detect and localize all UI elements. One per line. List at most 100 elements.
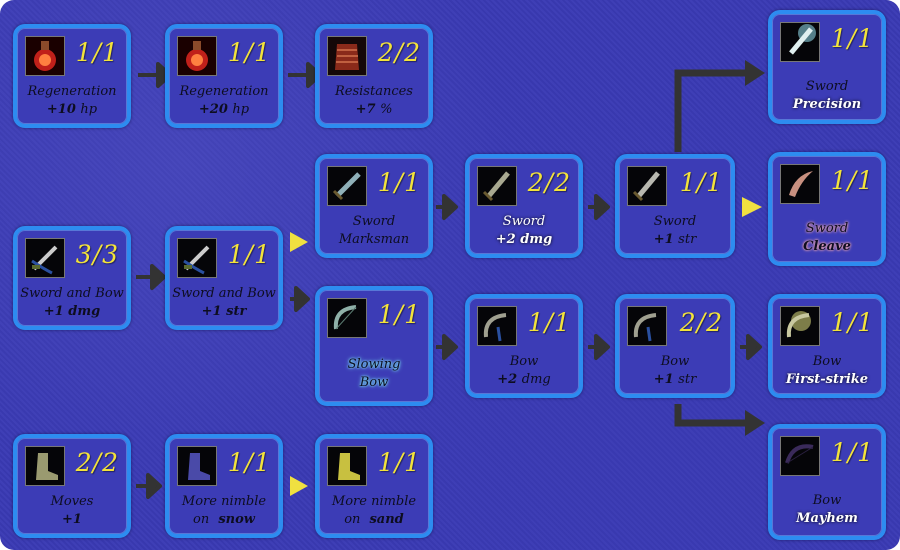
skill-effect-value: +2 xyxy=(495,232,516,247)
sword-icon xyxy=(327,166,367,206)
skill-count: 1/1 xyxy=(830,24,874,53)
sword-and-bow-icon xyxy=(177,238,217,278)
skill-name: Moves xyxy=(50,494,94,509)
bow-icon xyxy=(627,306,667,346)
skill-effect-unit: str xyxy=(678,372,697,387)
skill-node-sword-and-bow-1[interactable]: 3/3 Sword and Bow +1 dmg xyxy=(13,226,131,330)
skill-effect-unit: % xyxy=(380,102,393,117)
skill-node-sword-precision[interactable]: 1/1 Sword Precision xyxy=(768,10,886,124)
sword-icon xyxy=(477,166,517,206)
bow-icon xyxy=(327,298,367,338)
skill-name: Sword and Bow xyxy=(172,286,276,301)
skill-name: Slowing xyxy=(347,357,401,372)
skill-node-bow-strength[interactable]: 2/2 Bow +1 str xyxy=(615,294,735,398)
skill-node-moves[interactable]: 2/2 Moves +1 xyxy=(13,434,131,538)
skill-effect-prefix: on xyxy=(193,512,210,527)
skill-name: Resistances xyxy=(335,84,413,99)
link-arrow xyxy=(740,334,762,360)
skill-name: Sword xyxy=(653,214,697,229)
skill-node-regeneration-2[interactable]: 1/1 Regeneration +20 hp xyxy=(165,24,283,128)
link-arrow xyxy=(745,60,765,86)
skill-count: 1/1 xyxy=(227,240,271,269)
skill-node-sword-strength[interactable]: 1/1 Sword +1 str xyxy=(615,154,735,258)
skill-count: 1/1 xyxy=(75,38,119,67)
link-arrow xyxy=(588,334,610,360)
skill-name: More nimble xyxy=(181,494,267,509)
skill-count: 1/1 xyxy=(227,448,271,477)
skill-node-sword-cleave[interactable]: 1/1 Sword Cleave xyxy=(768,152,886,266)
skill-count: 1/1 xyxy=(830,438,874,467)
skill-name: Bow xyxy=(509,354,539,369)
skill-node-bow-damage[interactable]: 1/1 Bow +2 dmg xyxy=(465,294,583,398)
skill-effect-unit: dmg xyxy=(521,372,551,387)
skill-effect-unit: dmg xyxy=(68,304,101,319)
skill-count: 1/1 xyxy=(679,168,723,197)
skill-effect-value: snow xyxy=(218,512,255,527)
skill-node-sword-and-bow-2[interactable]: 1/1 Sword and Bow +1 str xyxy=(165,226,283,330)
skill-node-bow-first-strike[interactable]: 1/1 Bow First-strike xyxy=(768,294,886,398)
skill-effect-value: Bow xyxy=(359,375,389,390)
skill-name: Sword xyxy=(805,221,849,236)
skill-effect-unit: hp xyxy=(80,102,98,117)
skill-effect-value: +1 xyxy=(62,512,82,527)
link-arrow xyxy=(745,410,765,436)
skill-name: Sword and Bow xyxy=(20,286,124,301)
boots-icon xyxy=(25,446,65,486)
skill-effect-value: Marksman xyxy=(338,232,410,247)
link-arrow xyxy=(436,194,458,220)
skill-count: 1/1 xyxy=(227,38,271,67)
skill-name: Bow xyxy=(660,354,690,369)
skill-effect-value: Precision xyxy=(792,97,862,112)
link-arrow xyxy=(288,62,322,88)
link-arrow xyxy=(290,286,310,312)
skill-node-regeneration-1[interactable]: 1/1 Regeneration +10 hp xyxy=(13,24,131,128)
skill-count: 1/1 xyxy=(830,166,874,195)
skill-effect-value: +1 xyxy=(201,304,222,319)
link-arrow xyxy=(436,334,458,360)
available-arrow xyxy=(290,232,308,252)
skill-effect-value: +1 xyxy=(653,372,674,387)
link-arrow xyxy=(138,62,172,88)
skill-effect-value: +1 xyxy=(653,232,674,247)
skill-effect-unit: hp xyxy=(232,102,250,117)
skill-node-bow-mayhem[interactable]: 1/1 Bow Mayhem xyxy=(768,424,886,540)
dark-bow-icon xyxy=(780,436,820,476)
skill-count: 2/2 xyxy=(679,308,723,337)
skill-count: 2/2 xyxy=(527,168,571,197)
skill-node-more-nimble-sand[interactable]: 1/1 More nimble on sand xyxy=(315,434,433,538)
skill-count: 1/1 xyxy=(830,308,874,337)
skill-count: 2/2 xyxy=(377,38,421,67)
skill-count: 1/1 xyxy=(377,168,421,197)
link-line xyxy=(674,69,748,152)
link-arrow xyxy=(136,473,162,499)
skill-effect-value: +20 xyxy=(198,102,228,117)
link-arrow xyxy=(136,264,166,290)
potion-icon xyxy=(25,36,65,76)
skill-effect-unit: dmg xyxy=(520,232,553,247)
boots-icon xyxy=(327,446,367,486)
potion-icon xyxy=(177,36,217,76)
skill-effect-value: First-strike xyxy=(785,372,869,387)
link-line xyxy=(674,404,748,427)
skill-count: 2/2 xyxy=(75,448,119,477)
skill-node-sword-damage[interactable]: 2/2 Sword +2 dmg xyxy=(465,154,583,258)
skill-count: 1/1 xyxy=(377,448,421,477)
bow-icon xyxy=(780,306,820,346)
skill-name: Bow xyxy=(812,354,842,369)
skill-name: More nimble xyxy=(331,494,417,509)
skill-name: Regeneration xyxy=(179,84,269,99)
skill-node-more-nimble-snow[interactable]: 1/1 More nimble on snow xyxy=(165,434,283,538)
skill-effect-value: +2 xyxy=(497,372,518,387)
sword-icon xyxy=(627,166,667,206)
link-arrow xyxy=(588,194,610,220)
skill-name: Regeneration xyxy=(27,84,117,99)
skill-name: Bow xyxy=(812,493,842,508)
skill-effect-unit: str xyxy=(226,304,247,319)
skill-node-slowing-bow[interactable]: 1/1 Slowing Bow xyxy=(315,286,433,406)
skill-name: Sword xyxy=(805,79,849,94)
skill-node-resistances[interactable]: 2/2 Resistances +7 % xyxy=(315,24,433,128)
available-arrow xyxy=(290,476,308,496)
sword-icon xyxy=(780,22,820,62)
skill-name: Sword xyxy=(502,214,546,229)
skill-node-sword-marksman[interactable]: 1/1 Sword Marksman xyxy=(315,154,433,258)
